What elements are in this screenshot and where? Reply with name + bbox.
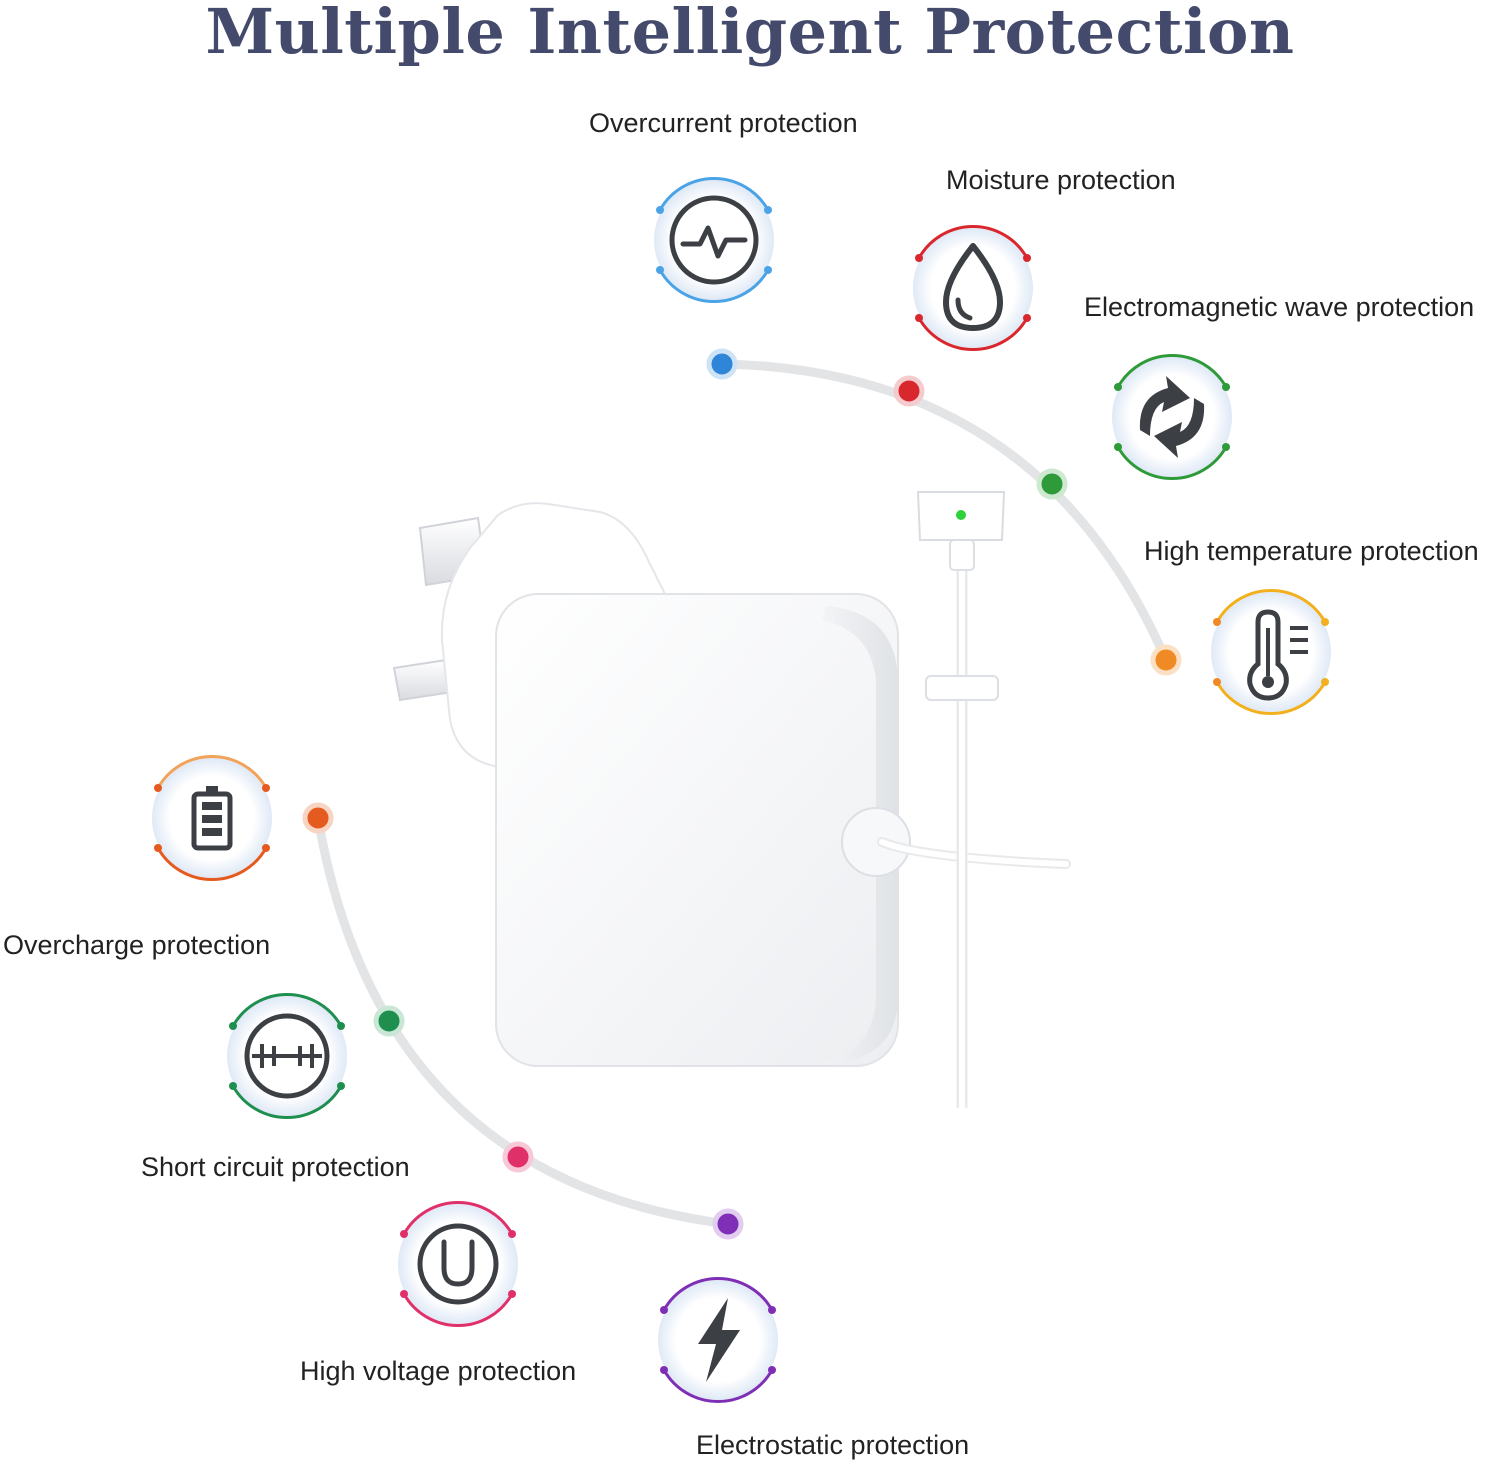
node-electrostatic <box>712 1208 744 1240</box>
moisture-label: Moisture protection <box>946 165 1176 195</box>
node-overcurrent <box>706 348 738 380</box>
charger-adapter <box>392 502 911 1067</box>
u-circle-icon <box>417 1223 499 1305</box>
node-high-voltage <box>502 1141 534 1173</box>
curve-nodes <box>302 348 1182 1240</box>
rotating-arrows-icon <box>1139 376 1205 458</box>
high-voltage-disc <box>398 1200 518 1328</box>
electrostatic-label: Electrostatic protection <box>696 1430 970 1460</box>
electromagnetic-disc <box>1112 353 1232 481</box>
node-short-circuit <box>373 1005 405 1037</box>
bottom-connector-curve <box>313 813 733 1229</box>
short-circuit-disc <box>227 992 347 1120</box>
high-voltage-label: High voltage protection <box>300 1356 577 1386</box>
lightning-bolt-icon <box>698 1298 740 1382</box>
high-temperature-disc <box>1211 588 1331 716</box>
short-circuit-icon <box>244 1013 330 1099</box>
top-connector-curve <box>717 359 1171 665</box>
node-moisture <box>893 375 925 407</box>
short-circuit-label: Short circuit protection <box>141 1152 410 1182</box>
high-temperature-label: High temperature protection <box>1144 536 1479 566</box>
overcurrent-label: Overcurrent protection <box>589 108 858 138</box>
overcharge-disc <box>152 754 272 882</box>
water-drop-icon <box>943 243 1003 331</box>
pulse-icon <box>669 195 759 285</box>
magsafe-cable <box>877 491 1071 1108</box>
page-title: Multiple Intelligent Protection <box>205 0 1295 68</box>
node-overcharge <box>302 802 334 834</box>
node-high-temperature <box>1150 644 1182 676</box>
thermometer-icon <box>1247 609 1308 701</box>
battery-icon <box>191 786 233 851</box>
overcurrent-disc <box>654 176 774 304</box>
overcharge-label: Overcharge protection <box>3 930 271 960</box>
status-led <box>956 510 966 520</box>
node-electromagnetic <box>1036 468 1068 500</box>
electrostatic-disc <box>658 1276 778 1404</box>
moisture-disc <box>913 224 1033 352</box>
electromagnetic-label: Electromagnetic wave protection <box>1084 292 1475 322</box>
